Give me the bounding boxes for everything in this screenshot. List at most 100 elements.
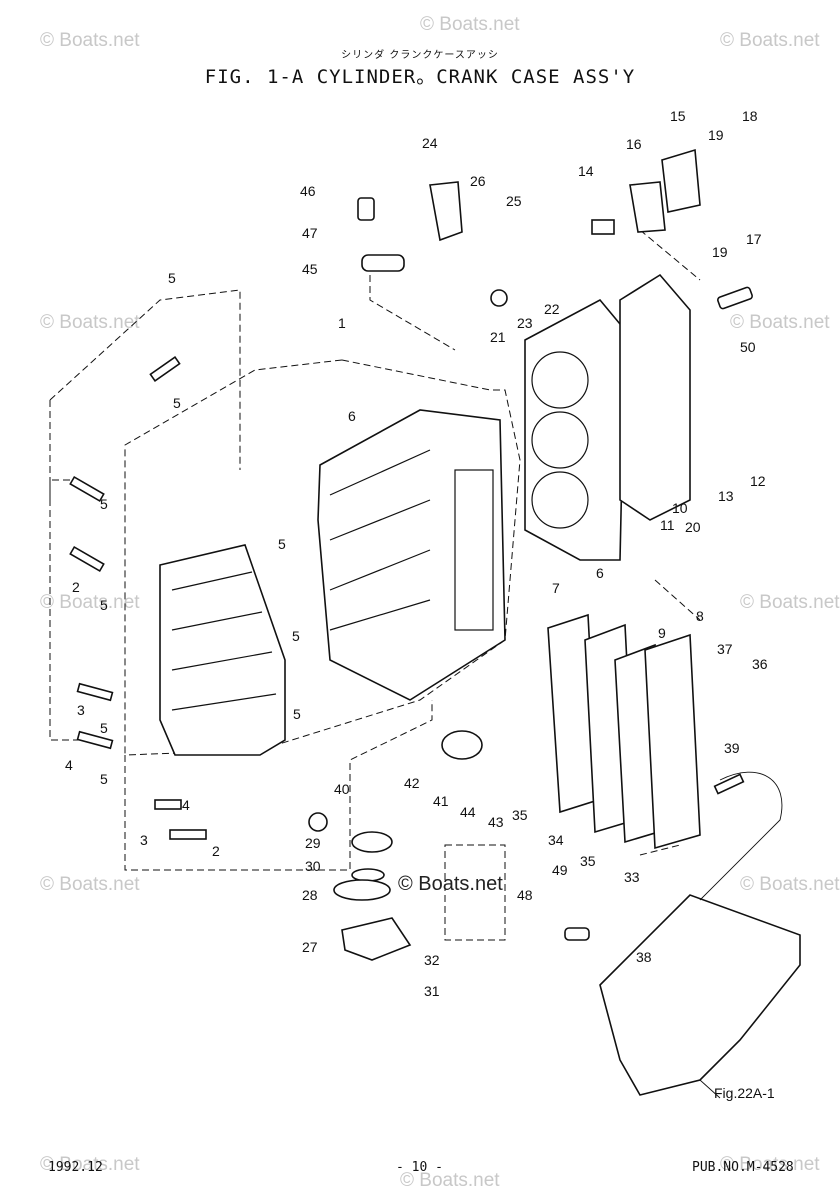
callout-c37: 37 [717, 641, 733, 657]
o-ring-part [351, 868, 385, 882]
callout-c12: 12 [750, 473, 766, 489]
callout-c38: 38 [636, 949, 652, 965]
watermark: © Boats.net [40, 30, 140, 51]
crankcase-ribs [171, 571, 277, 711]
callout-c27: 27 [302, 939, 318, 955]
callout-c4b: 4 [182, 797, 190, 813]
watermark: © Boats.net [730, 312, 830, 333]
callout-c29: 29 [305, 835, 321, 851]
washer-part [490, 289, 508, 307]
watermark: © Boats.net [400, 1170, 500, 1191]
footer-publication-number: PUB.NO.M-4528 [692, 1160, 794, 1175]
thermostat-guide-line [639, 229, 701, 281]
watermark: © Boats.net [720, 1154, 820, 1175]
callout-c5d: 5 [100, 597, 108, 613]
callout-c7: 7 [552, 580, 560, 596]
callout-c5f: 5 [100, 771, 108, 787]
watermark: © Boats.net [740, 874, 840, 895]
callout-c11: 11 [660, 517, 675, 533]
watermark: © Boats.net [40, 312, 140, 333]
cylinder-bore-part [531, 351, 589, 409]
callout-c17: 17 [746, 231, 762, 247]
watermark: © Boats.net [720, 30, 820, 51]
dowel-guide-line [49, 479, 75, 500]
footer-date: 1992.12 [48, 1160, 103, 1175]
callout-c15: 15 [670, 108, 686, 124]
watermark: © Boats.net [40, 1154, 140, 1175]
callout-c26: 26 [470, 173, 486, 189]
callout-c2a: 2 [72, 579, 80, 595]
callout-c20: 20 [685, 519, 701, 535]
lever-part [361, 254, 405, 272]
callout-c5h: 5 [292, 628, 300, 644]
callout-c19b: 19 [712, 244, 728, 260]
callout-c18: 18 [742, 108, 758, 124]
callout-c49: 49 [552, 862, 568, 878]
head-gasket-part [524, 298, 626, 561]
dowel-pin-part [69, 475, 105, 503]
exhaust-port-part [454, 469, 494, 631]
watermark: © Boats.net [420, 14, 520, 35]
japanese-subtitle: シリンダ クランクケースアッシ [341, 50, 499, 61]
callout-c16: 16 [626, 136, 642, 152]
dowel-pin-part [76, 682, 114, 702]
gasket-guide-line [639, 844, 681, 856]
callout-c41: 41 [433, 793, 449, 809]
figure-title: FIG. 1-A CYLINDER。CRANK CASE ASS'Y [204, 66, 636, 88]
callout-c4a: 4 [65, 757, 73, 773]
pin-part [564, 927, 590, 941]
callout-c44: 44 [460, 804, 476, 820]
cover-plate-part [441, 730, 483, 760]
lower-bearing-housing-part [341, 917, 412, 961]
callout-c23: 23 [517, 315, 533, 331]
callout-c6b: 6 [596, 565, 604, 581]
thermostat-part [591, 219, 615, 235]
callout-c5i: 5 [293, 706, 301, 722]
callout-c48: 48 [517, 887, 533, 903]
bearing-part [351, 831, 393, 853]
cylinder-block-ribs [329, 449, 431, 631]
callout-c31: 31 [424, 983, 440, 999]
callout-c3b: 3 [140, 832, 148, 848]
callout-c14: 14 [578, 163, 594, 179]
callout-c50: 50 [740, 339, 756, 355]
callout-c5b: 5 [173, 395, 181, 411]
callout-c36: 36 [752, 656, 768, 672]
assembly-outlines [49, 229, 701, 941]
callout-c21: 21 [490, 329, 506, 345]
watermark-center: © Boats.net [398, 873, 503, 895]
callout-c33: 33 [624, 869, 640, 885]
reference-leader [699, 771, 783, 901]
callout-c19a: 19 [708, 127, 724, 143]
bracket-part [429, 181, 463, 242]
dowel-pin-part [149, 356, 181, 382]
dowel-guide-line [49, 289, 241, 470]
fig-reference-label: Fig.22A-1 [714, 1085, 775, 1101]
callout-c28: 28 [302, 887, 318, 903]
callout-c47: 47 [302, 225, 318, 241]
gasket-part [333, 879, 391, 901]
crankcase-half-part [159, 544, 286, 756]
callout-c5a: 5 [168, 270, 176, 286]
callout-c24: 24 [422, 135, 438, 151]
oil-seal-part [308, 812, 328, 832]
bolt-part [357, 197, 375, 221]
bolt-part [169, 829, 207, 840]
footer-page-number: - 10 - [396, 1160, 443, 1175]
callout-c32: 32 [424, 952, 440, 968]
dowel-guide-line [49, 400, 100, 741]
callout-c25: 25 [506, 193, 522, 209]
callout-c13: 13 [718, 488, 734, 504]
callout-c42: 42 [404, 775, 420, 791]
detail-inset-box [444, 844, 506, 941]
callout-c8: 8 [696, 608, 704, 624]
lower-casing-part [599, 894, 801, 1096]
cylinder-head-cover-part [619, 273, 691, 521]
callout-c43: 43 [488, 814, 504, 830]
callout-c40: 40 [334, 781, 350, 797]
callout-c5g: 5 [278, 536, 286, 552]
callout-c5c: 5 [100, 496, 108, 512]
callout-layer: 1223344555555555667891011121314151617181… [65, 108, 768, 999]
dowel-pin-part [76, 730, 114, 750]
